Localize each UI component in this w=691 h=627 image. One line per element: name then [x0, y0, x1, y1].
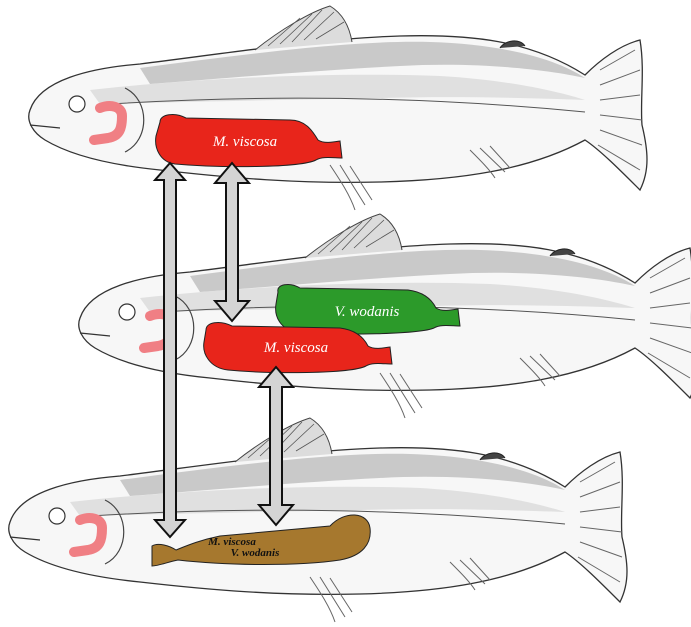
bottom-fish [9, 418, 627, 622]
middle-v-wodanis-label: V. wodanis [335, 304, 400, 320]
bottom-coinfection-label-2: V. wodanis [231, 547, 280, 559]
top-fish [29, 6, 647, 210]
top-m-viscosa-label: M. viscosa [212, 134, 277, 150]
middle-m-viscosa-label: M. viscosa [263, 340, 328, 356]
